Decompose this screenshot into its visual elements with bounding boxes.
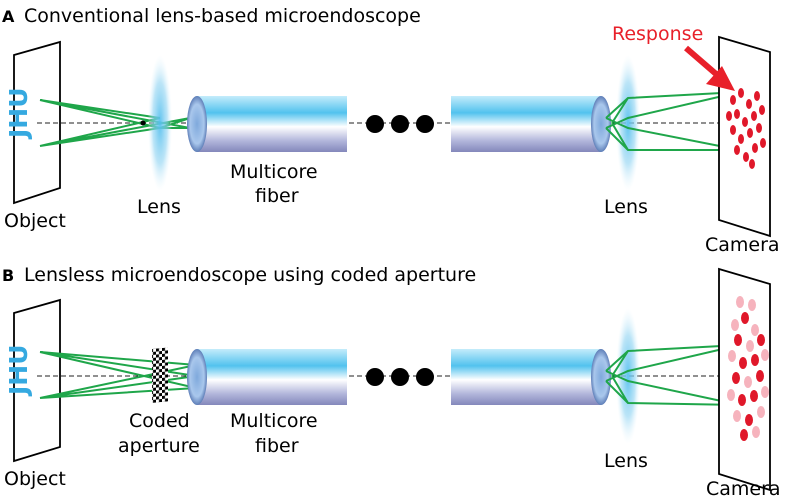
light-rays-right <box>605 91 741 151</box>
object-label: Object <box>4 210 66 232</box>
light-rays-right <box>605 344 741 406</box>
red-arrow-icon <box>684 45 735 91</box>
camera-frame <box>718 35 771 238</box>
object-frame <box>13 298 61 463</box>
fiber-label-line1: Multicore <box>230 161 318 183</box>
fiber-segment-right <box>451 96 611 152</box>
response-speckles <box>727 296 769 441</box>
panel-a-letter: A <box>2 7 15 26</box>
camera-label: Camera <box>705 234 780 256</box>
aperture-label-line2: aperture <box>118 435 200 457</box>
fiber-label-line1: Multicore <box>230 410 318 432</box>
fiber-segment-left <box>187 349 347 405</box>
object-jhu-text: JHU <box>4 87 33 140</box>
lens-right-label: Lens <box>604 196 648 218</box>
object-frame <box>13 40 61 205</box>
fiber-label-line2: fiber <box>255 435 299 457</box>
panel-b: B Lensless microendoscope using coded ap… <box>2 264 781 500</box>
panel-a: A Conventional lens-based microendoscope… <box>2 5 780 256</box>
panel-b-letter: B <box>2 266 14 285</box>
coded-aperture <box>152 347 168 404</box>
lens-right <box>616 308 640 444</box>
fiber-segment-left <box>187 96 347 152</box>
focus-point <box>140 120 146 126</box>
camera-label: Camera <box>706 478 781 500</box>
three-dots-icon <box>366 368 434 386</box>
object-jhu-text: JHU <box>4 344 33 397</box>
response-label: Response <box>612 23 703 45</box>
light-rays-left <box>39 351 197 399</box>
lens-right-label: Lens <box>604 450 648 472</box>
lens-left-label: Lens <box>137 196 181 218</box>
response-speckles <box>726 88 766 169</box>
aperture-label-line1: Coded <box>129 410 190 432</box>
lens-right <box>616 55 640 191</box>
fiber-label-line2: fiber <box>255 185 299 207</box>
panel-b-title: Lensless microendoscope using coded aper… <box>24 264 476 286</box>
three-dots-icon <box>366 115 434 133</box>
lens-left <box>148 55 172 191</box>
panel-a-title: Conventional lens-based microendoscope <box>24 5 421 27</box>
fiber-segment-right <box>451 349 611 405</box>
object-label: Object <box>4 468 66 490</box>
